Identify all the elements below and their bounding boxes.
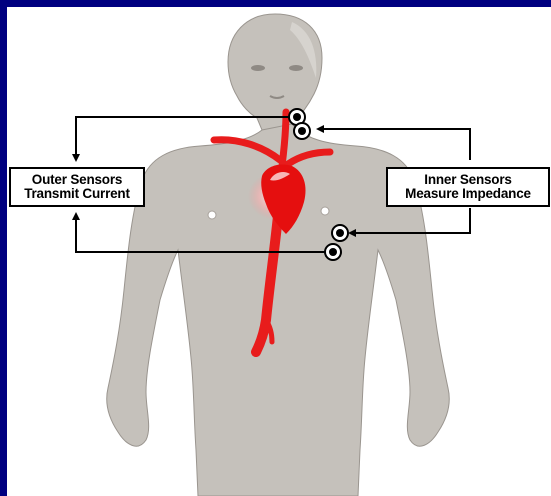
- head: [228, 14, 322, 140]
- electrode-inner-top: [294, 123, 310, 139]
- electrode-outer-bottom: [325, 244, 341, 260]
- inner-sensors-line2: Measure Impedance: [405, 187, 531, 201]
- electrode-inner-bottom: [332, 225, 348, 241]
- outer-sensors-line2: Transmit Current: [24, 187, 130, 201]
- left-nipple: [208, 211, 216, 219]
- inner-sensors-line1: Inner Sensors: [424, 173, 511, 187]
- inner-sensors-label: Inner Sensors Measure Impedance: [386, 167, 550, 207]
- outer-sensors-label: Outer Sensors Transmit Current: [9, 167, 145, 207]
- right-nipple: [321, 207, 329, 215]
- outer-sensors-line1: Outer Sensors: [32, 173, 122, 187]
